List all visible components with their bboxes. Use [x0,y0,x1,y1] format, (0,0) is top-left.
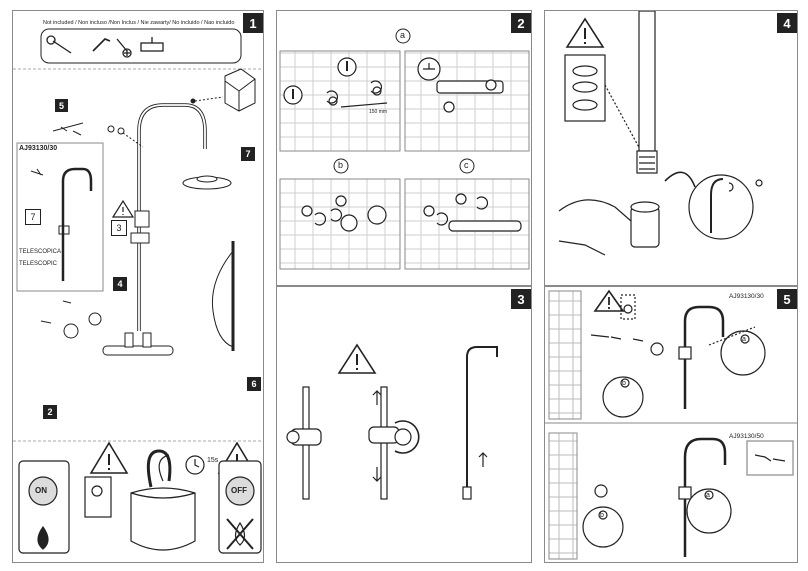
step-2-panel: 2 a b c 15 [276,10,532,286]
level-icon [140,37,164,52]
warning-icon [89,199,257,474]
wrench-icon [46,35,72,54]
callout-7-inset: 7 [25,209,41,225]
panel-3-illustrations [286,343,498,500]
wall-fittings-drawing [283,57,522,232]
off-label: OFF [231,486,247,495]
sub-step-a-bottom: a [706,492,710,499]
callout-7: 7 [241,147,255,161]
panel-5-illustrations [545,289,797,560]
bracket-mounting-drawing [582,294,794,557]
warning-icon [565,17,605,48]
step-4-panel: 4 [544,10,798,286]
callout-6: 6 [247,377,261,391]
panel-2-illustrations [279,28,530,270]
sub-step-b-top: b [622,380,626,387]
telescopic-label-es: TELESCOPICA [19,249,62,255]
step-number: 3 [511,289,531,309]
sub-step-b: b [338,160,344,170]
telescopic-label-en: TELESCOPIC [19,261,58,267]
callout-5: 5 [55,99,68,112]
sub-step-c: c [464,160,469,170]
warning-icon [337,343,377,374]
time-label: 15s [207,457,219,464]
model-code-top: AJ93130/30 [729,293,764,300]
model-code-bottom: AJ93130/50 [729,433,764,440]
callout-4: 4 [113,277,127,291]
inset-column-drawing [30,167,93,281]
pipe-connection-drawing [558,11,763,256]
on-label: ON [35,486,47,495]
tools-box [40,28,242,64]
warning-icon [593,289,625,312]
dimension-label: 150 mm [369,109,388,115]
sub-step-a-top: a [742,336,746,343]
panel-4-illustrations [558,11,763,256]
step-number: 1 [243,13,263,33]
slide-bar-drawing [286,346,498,500]
step-1-panel: 1 Not included / Non incluso /Non Inclus… [12,10,264,563]
step-3-panel: 3 [276,286,532,563]
step-5-panel: 5 AJ93130/30 AJ93130/50 [544,286,798,563]
shower-column-drawing [40,68,256,356]
step-number: 5 [777,289,797,309]
panel-1-illustrations [13,28,263,554]
step-number: 4 [777,13,797,33]
o-rings-drawing [564,54,642,152]
flush-water-drawing [18,449,262,554]
model-code: AJ93130/30 [19,145,58,152]
sub-step-b-bottom: b [600,512,604,519]
step-number: 2 [511,13,531,33]
callout-3: 3 [111,220,127,236]
model-inset-frame [16,142,104,292]
callout-2: 2 [43,405,57,419]
not-included-note: Not included / Non incluso /Non Inclus /… [43,20,235,26]
hex-key-icon [92,38,111,52]
sub-step-a: a [400,30,406,40]
screwdriver-icon [116,38,132,58]
